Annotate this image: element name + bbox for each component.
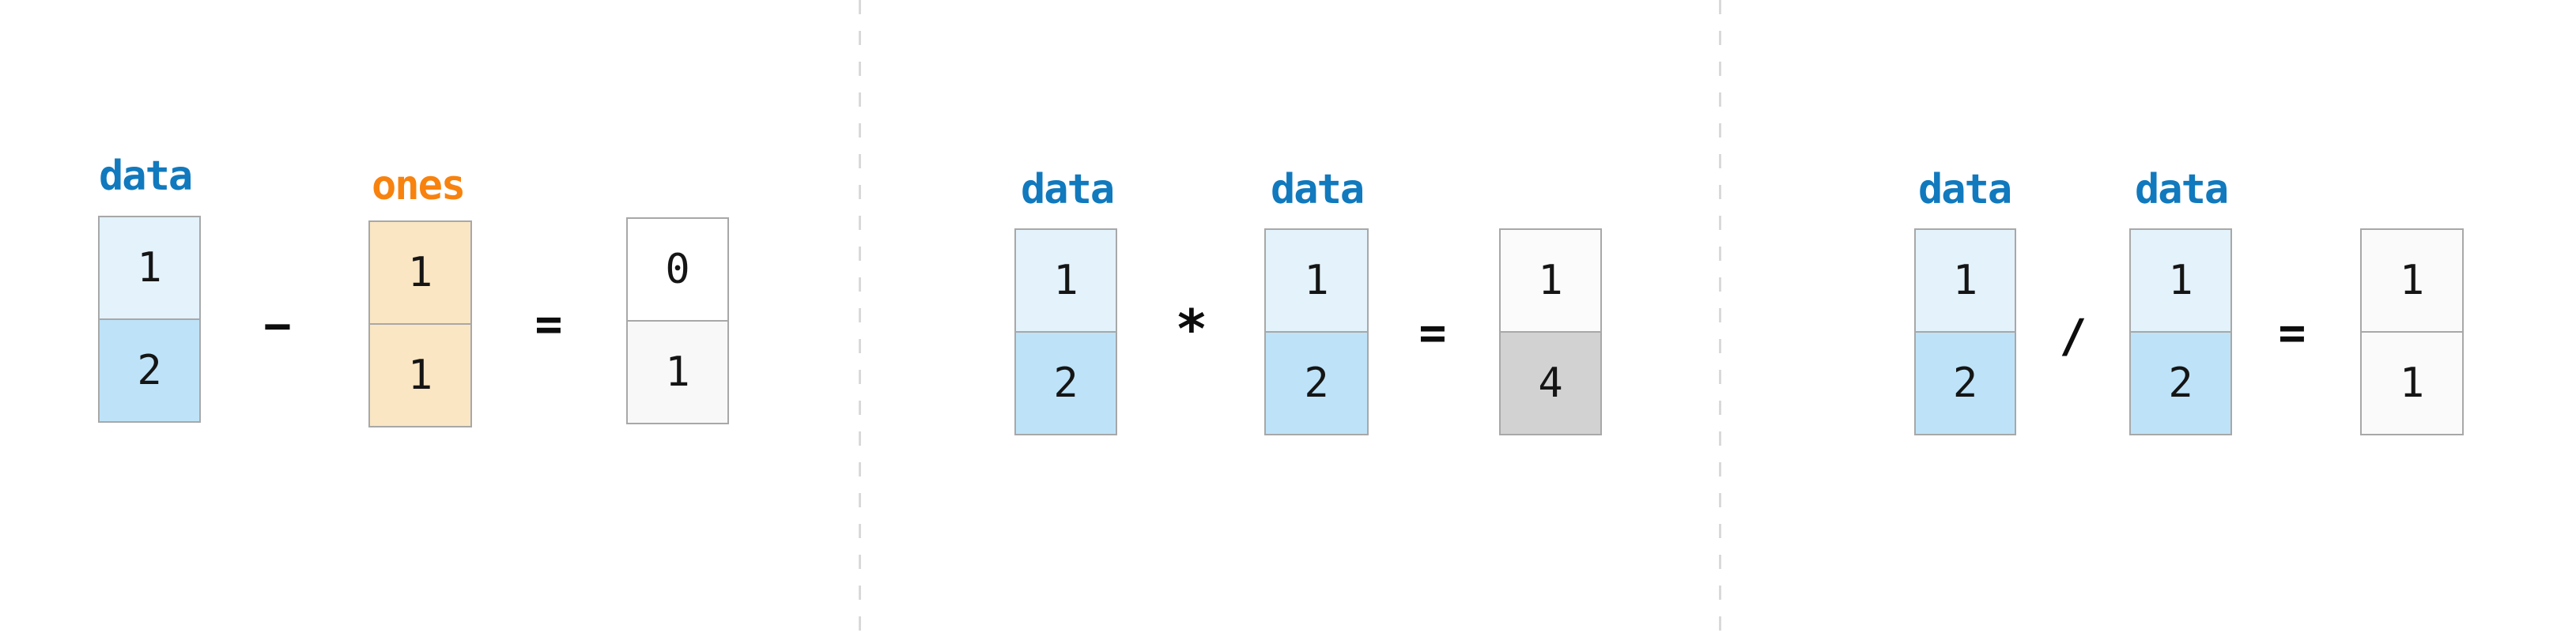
column-data: 1 2	[98, 216, 201, 423]
operand-label-ones: ones	[372, 162, 466, 209]
tensor-cell: 2	[100, 318, 199, 421]
operand-label-data: data	[99, 153, 193, 200]
tensor-cell: 0	[628, 219, 727, 320]
tensor-cell: 1	[2131, 230, 2230, 331]
column-data: 1 2	[1014, 228, 1117, 435]
tensor-cell: 1	[1016, 230, 1116, 331]
operand-label-data: data	[2135, 166, 2229, 213]
tensor-cell: 2	[1916, 331, 2015, 434]
operand-label-data: data	[1271, 166, 1365, 213]
tensor-cell: 2	[1016, 331, 1116, 434]
operand-label-data: data	[1918, 166, 2012, 213]
tensor-cell: 1	[1266, 230, 1367, 331]
panel-separator	[859, 0, 861, 644]
panel-separator	[1719, 0, 1721, 644]
tensor-cell: 4	[1501, 331, 1600, 434]
tensor-cell: 1	[628, 320, 727, 423]
equals-sign: =	[1418, 306, 1447, 360]
tensor-cell: 2	[1266, 331, 1367, 434]
operand-label-data: data	[1021, 166, 1115, 213]
column-data: 1 2	[2129, 228, 2232, 435]
equals-sign: =	[2278, 306, 2306, 360]
column-result: 1 1	[2360, 228, 2464, 435]
tensor-cell: 1	[370, 222, 470, 323]
column-result: 1 4	[1499, 228, 1602, 435]
column-data: 1 2	[1264, 228, 1369, 435]
slash-operator: /	[2059, 309, 2087, 363]
column-data: 1 2	[1914, 228, 2016, 435]
tensor-cell: 1	[370, 323, 470, 426]
column-result: 0 1	[626, 217, 729, 424]
equals-sign: =	[534, 297, 563, 351]
tensor-cell: 1	[2362, 230, 2462, 331]
tensor-cell: 1	[2362, 331, 2462, 434]
tensor-cell: 2	[2131, 331, 2230, 434]
column-ones: 1 1	[368, 220, 472, 427]
tensor-cell: 1	[1501, 230, 1600, 331]
tensor-cell: 1	[1916, 230, 2015, 331]
tensor-cell: 1	[100, 217, 199, 318]
minus-operator: −	[263, 299, 292, 352]
asterisk-operator: *	[1175, 299, 1208, 361]
